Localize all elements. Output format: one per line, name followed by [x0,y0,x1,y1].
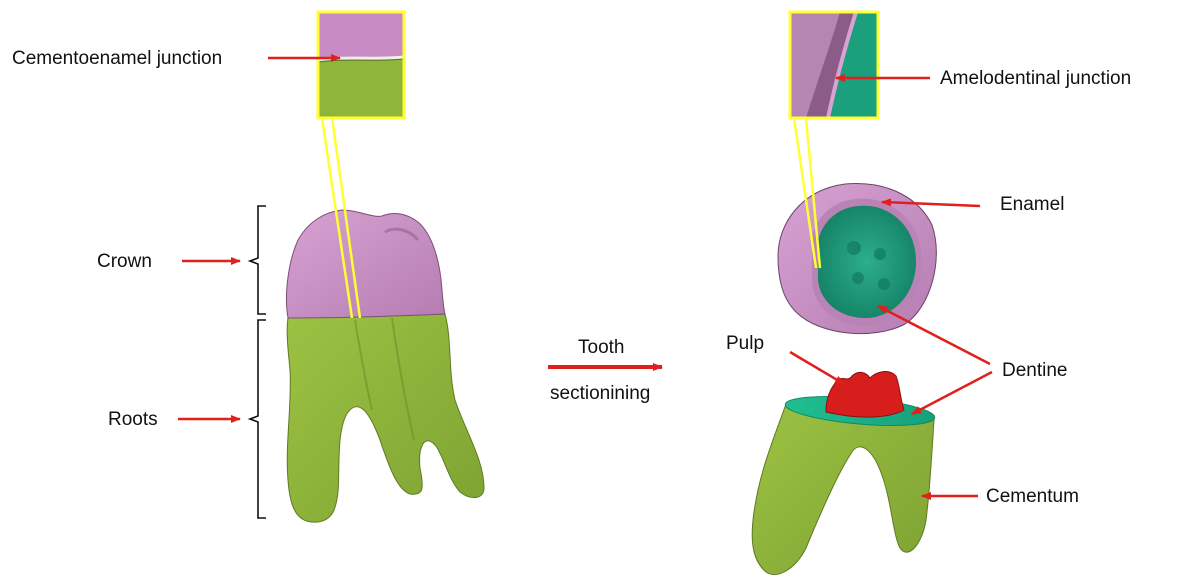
roots-label: Roots [108,409,158,430]
adj-label: Amelodentinal junction [940,68,1131,89]
crown-bracket [250,206,266,314]
pulp-arrow [790,352,844,384]
crown-section [778,183,936,333]
sectioning-label: sectionining [550,383,650,404]
dentine-arrow-bottom [912,372,992,414]
dentine-arrow-top [878,306,990,364]
crown-label: Crown [97,251,152,272]
dentine-label: Dentine [1002,360,1068,381]
dentine-surface [818,206,916,318]
tooth-crown [286,210,445,318]
cementum-label: Cementum [986,486,1079,507]
tooth-roots [287,314,484,522]
root-section [752,372,936,575]
pulp-chamber [826,372,904,418]
roots-bracket [250,320,266,518]
enamel-label: Enamel [1000,194,1064,215]
cej-label: Cementoenamel junction [12,48,222,69]
whole-tooth [286,210,484,522]
tooth-label: Tooth [578,337,624,358]
pulp-label: Pulp [726,333,764,354]
